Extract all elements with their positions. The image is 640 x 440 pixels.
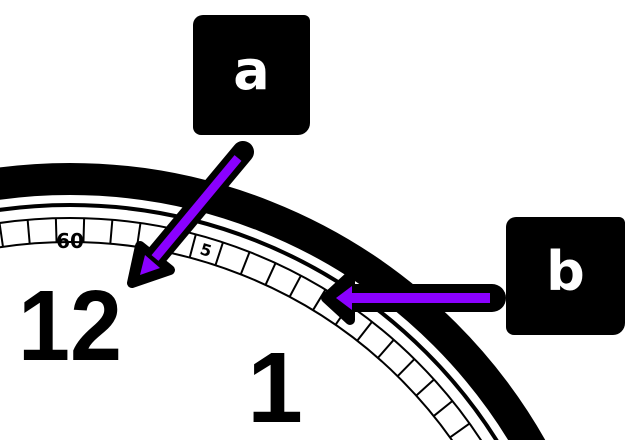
minute-tick bbox=[82, 218, 86, 243]
minute-tick bbox=[312, 289, 327, 311]
clock-bezel bbox=[0, 163, 545, 440]
minute-tick bbox=[54, 218, 58, 243]
arrow-a bbox=[127, 141, 254, 288]
minute-label-5: 5 bbox=[198, 240, 214, 261]
minute-tick bbox=[415, 378, 435, 397]
minute-tick bbox=[288, 275, 302, 298]
minute-track-outer bbox=[0, 217, 482, 440]
minute-tick bbox=[433, 400, 454, 417]
callout-label-b: b bbox=[546, 240, 585, 303]
hour-number-12: 12 bbox=[18, 270, 122, 382]
minute-tick bbox=[109, 219, 114, 244]
minute-tick bbox=[26, 219, 31, 244]
minute-tick bbox=[214, 242, 224, 266]
minute-ticks bbox=[0, 218, 471, 439]
minute-tick bbox=[0, 222, 4, 247]
hour-number-1: 1 bbox=[247, 332, 303, 440]
minute-tick bbox=[264, 262, 277, 286]
minute-track-inner bbox=[0, 241, 453, 440]
minute-tick bbox=[449, 422, 471, 439]
minute-tick bbox=[239, 251, 251, 275]
arrow-b bbox=[321, 271, 506, 325]
minute-tick bbox=[188, 234, 197, 258]
minute-tick bbox=[377, 339, 395, 359]
minute-tick bbox=[356, 321, 373, 342]
callout-box-b: b bbox=[506, 217, 625, 335]
minute-label-60: 60 bbox=[56, 229, 84, 253]
callout-label-a: a bbox=[233, 39, 270, 102]
clock-face: 60 5 12 1 bbox=[0, 163, 545, 440]
callout-box-a: a bbox=[193, 15, 310, 135]
minute-tick bbox=[396, 358, 416, 377]
inner-ring bbox=[0, 203, 499, 440]
